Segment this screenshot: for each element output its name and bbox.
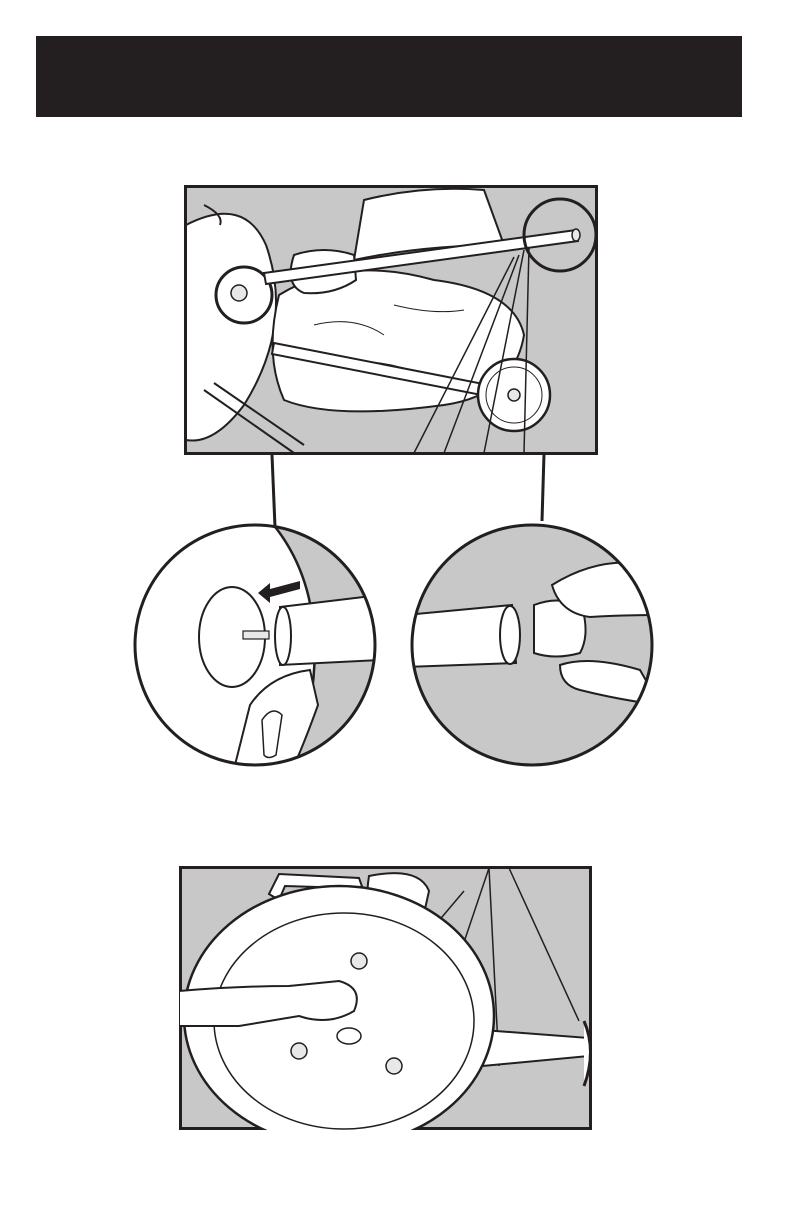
detail-callouts-icon — [0, 455, 792, 785]
assembly-illustration-bottom — [179, 866, 592, 1130]
axle-end-cap-detail-icon — [405, 525, 660, 765]
assembly-illustration-top — [184, 185, 598, 455]
header-bar — [36, 36, 742, 117]
bowl-leg-bolt-icon — [179, 866, 592, 1130]
axle-wheel-assembly-icon — [184, 185, 598, 455]
wheel-bolt-detail-icon — [135, 515, 380, 785]
detail-callouts — [0, 455, 792, 785]
